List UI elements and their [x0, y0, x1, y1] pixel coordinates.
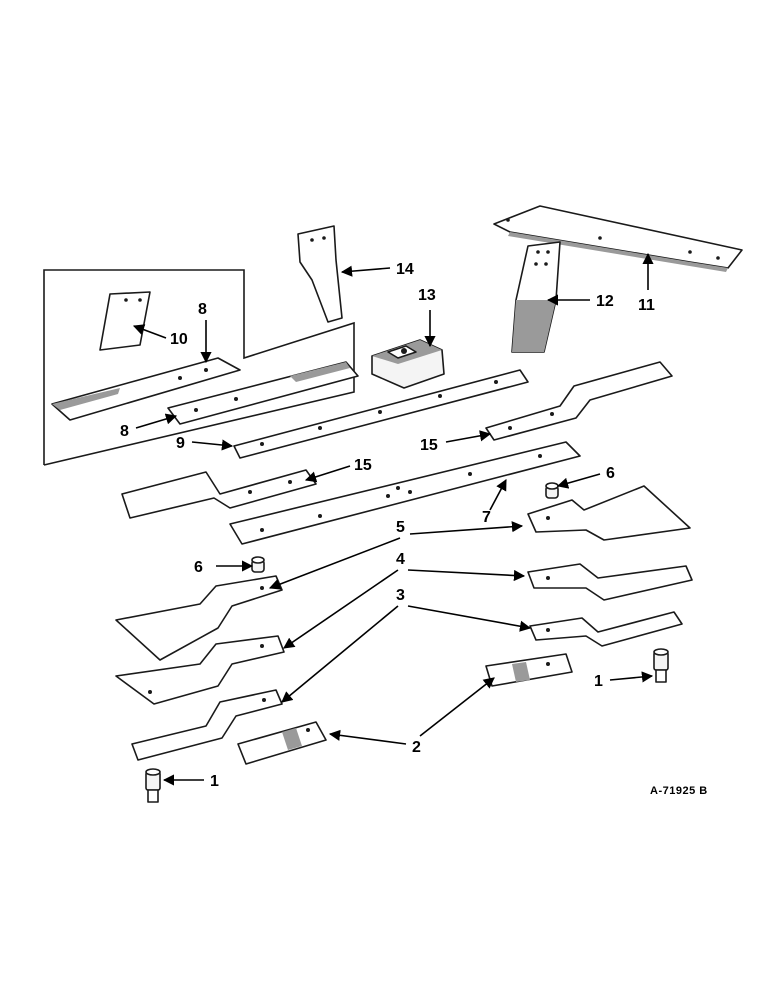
part-11-angle-bar: [493, 205, 743, 272]
callout-12: 12: [596, 293, 614, 310]
callout-9: 9: [176, 435, 185, 452]
part-8-bar-upper: [51, 357, 241, 421]
part-7-bar: [229, 441, 581, 545]
callout-8-bottom: 8: [120, 423, 129, 440]
part-5-blade-right: [527, 485, 691, 541]
part-12-bracket: [511, 241, 561, 353]
callout-3: 3: [396, 587, 405, 604]
drawing-number: A-71925 B: [650, 785, 708, 797]
callout-11: 11: [638, 297, 655, 314]
part-2-plate-left: [237, 721, 327, 765]
callout-8-top: 8: [198, 301, 207, 318]
inset-frame: [43, 269, 355, 466]
callout-4: 4: [396, 551, 405, 568]
part-4-blade-left: [115, 635, 285, 705]
callout-1-left: 1: [210, 773, 219, 790]
part-13-block: [371, 339, 445, 389]
callout-7: 7: [482, 509, 491, 526]
part-2-plate-right: [485, 653, 573, 687]
callout-14: 14: [396, 261, 414, 278]
part-6-spacer-left: [251, 556, 265, 573]
part-3-blade-right: [529, 611, 683, 647]
part-5-blade-left: [115, 575, 283, 661]
callout-5: 5: [396, 519, 405, 536]
callout-6-left: 6: [194, 559, 203, 576]
part-1-bolt-left: [145, 768, 161, 803]
callout-13: 13: [418, 287, 436, 304]
callout-6-right: 6: [606, 465, 615, 482]
part-15-blade-upper: [485, 361, 673, 441]
leader-lines: [132, 252, 654, 786]
part-14-bracket: [297, 225, 343, 323]
part-10-knife-section: [99, 291, 151, 351]
part-1-bolt-right: [653, 648, 669, 683]
callout-2: 2: [412, 739, 421, 756]
callout-1-right: 1: [594, 673, 603, 690]
part-15-blade-lower: [121, 469, 317, 519]
part-4-blade-right: [527, 563, 693, 601]
callout-15-lower: 15: [354, 457, 372, 474]
part-3-blade-left: [131, 689, 283, 761]
callout-labels: 14 13 11 12 8 10 8 9 15 15 7 6 6 5 4 3 2…: [120, 261, 708, 797]
part-9-bar: [233, 369, 529, 459]
part-6-spacer-right: [545, 482, 559, 499]
callout-15-upper: 15: [420, 437, 438, 454]
callout-10: 10: [170, 331, 188, 348]
